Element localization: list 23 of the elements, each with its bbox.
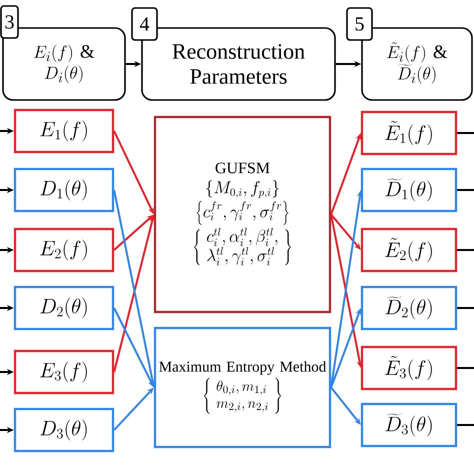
signal-box: $\widetilde{D}_1(\theta)$ [360,168,458,212]
connector-line [457,249,474,251]
signal-box: $\tilde{E}_3(f)$ [360,346,458,390]
signal-box: $D_2(\theta)$ [14,286,114,330]
signal-box: $E_1(f)$ [14,108,114,154]
method-box: GUFSM $\left\{M_{0,i},f_{p,i}\right\}$ $\left\{c_i^{fr},\gamma_i^{fr},\sigma_i^{fr}\right\}$ $\left\{\begin{array}{l}c_i^{tl},\alpha_i^{tl},\beta_i^{tl},\\ \lambda_i^{tl},\gamma_i^{tl},\sigma_i^{tl}\end{array}\right\}$ [154,116,332,314]
signal-box: $E_2(f)$ [14,228,114,272]
method-box: Maximum Entropy Method $\left\{\begin{array}{l}\theta_{0,i},m_{1,i}\\ m_{2,i},n_{2,i}\end{array}\right\}$ [154,326,332,448]
step-number-badge: 3 [0,5,19,39]
connector-line [457,307,474,309]
step-number-badge: 5 [346,7,373,41]
signal-box: $E_3(f)$ [14,350,114,394]
signal-box: $\tilde{E}_2(f)$ [360,228,458,272]
signal-box: $D_3(\theta)$ [14,408,114,452]
connector-line [457,132,474,134]
signal-box: $\tilde{E}_1(f)$ [360,110,458,156]
connector-line [457,189,474,191]
step-number-badge: 4 [131,7,158,41]
connector-line [457,367,474,369]
signal-box: $\widetilde{D}_3(\theta)$ [360,402,458,448]
signal-box: $D_1(\theta)$ [14,168,114,212]
signal-box: $\widetilde{D}_2(\theta)$ [360,286,458,330]
connector-line [457,424,474,426]
